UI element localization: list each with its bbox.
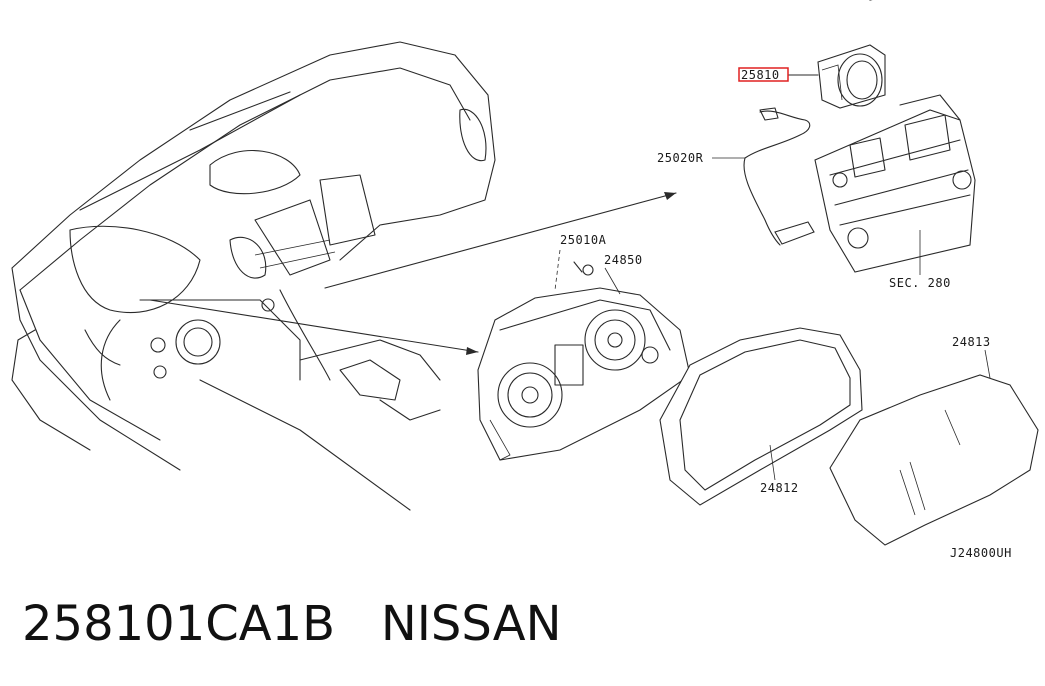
label-sec-280: SEC. 280 [889,276,951,290]
label-24813: 24813 [952,335,991,349]
cluster-mask-24812-illustration [659,327,863,506]
label-25010A: 25010A [560,233,607,247]
drawing-code: J24800UH [950,546,1012,560]
part-caption: 258101CA1B NISSAN [22,596,561,652]
label-25020R: 25020R [657,151,704,165]
combination-meter-24850-illustration [477,267,691,461]
harness-25020R-illustration [712,107,815,246]
part-number: 258101CA1B [22,596,336,652]
part-labels: 25810 25020R 25010A 24850 SEC. 280 24813… [560,67,1012,560]
brand-name: NISSAN [380,596,562,652]
label-25810: 25810 [741,68,780,82]
label-24850: 24850 [604,253,643,267]
dashboard-illustration [11,41,496,511]
label-24812: 24812 [760,481,799,495]
cluster-lens-24813-illustration [829,349,1039,546]
screw-25010A-illustration [554,249,594,291]
module-25810-illustration [787,44,886,109]
callout-arrows [149,192,677,355]
audio-unit-sec280-illustration [814,0,976,275]
highlight-box [738,67,789,82]
